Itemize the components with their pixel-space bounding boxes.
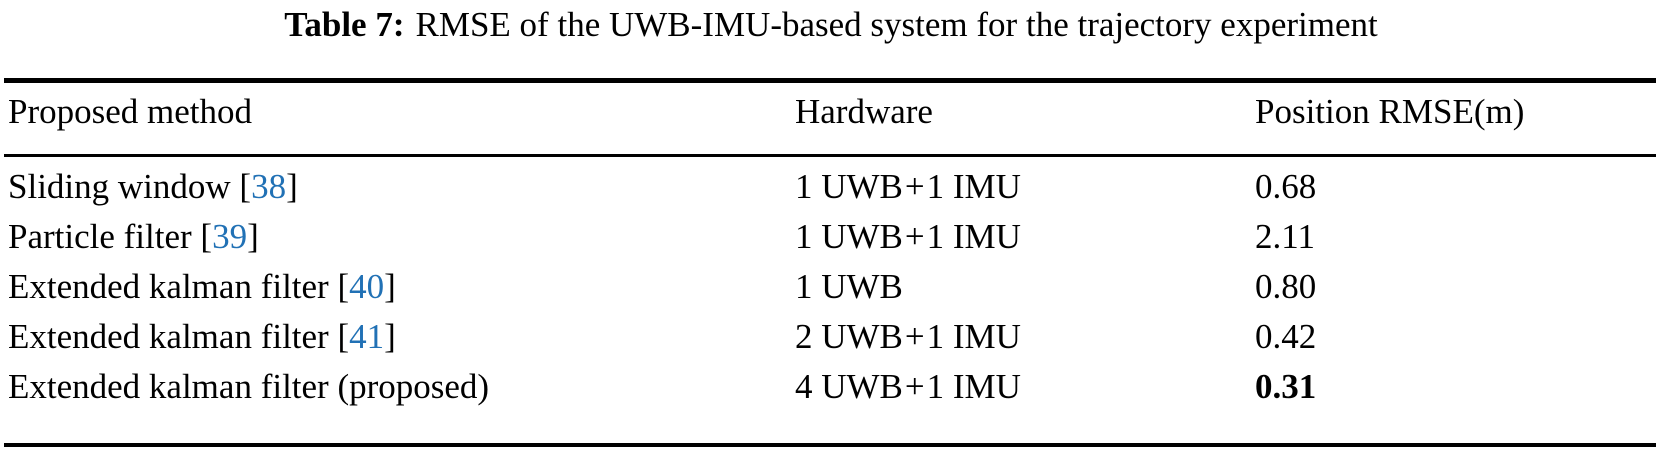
cell-method: Extended kalman filter [40] bbox=[8, 262, 396, 312]
plus-icon: + bbox=[904, 217, 925, 256]
method-label: Extended kalman filter (proposed) bbox=[8, 367, 490, 406]
rule-middle bbox=[4, 154, 1656, 157]
cell-rmse-value: 0.42 bbox=[1255, 317, 1317, 356]
cell-hardware: 4 UWB+1 IMU bbox=[795, 362, 1021, 412]
hardware-secondary: 1 IMU bbox=[926, 317, 1021, 356]
column-header-rmse: Position RMSE(m) bbox=[1255, 92, 1525, 131]
citation-number[interactable]: 40 bbox=[349, 267, 385, 306]
hardware-secondary: 1 IMU bbox=[926, 167, 1021, 206]
cell-method: Particle filter [39] bbox=[8, 212, 259, 262]
cell-method: Extended kalman filter (proposed) bbox=[8, 362, 489, 412]
table-row: Particle filter [39] 1 UWB+1 IMU 2.11 bbox=[0, 212, 1662, 262]
table-row: Extended kalman filter (proposed) 4 UWB+1… bbox=[0, 362, 1662, 412]
citation-link[interactable]: [40] bbox=[337, 267, 395, 306]
citation-link[interactable]: [41] bbox=[337, 317, 395, 356]
hardware-secondary: 1 IMU bbox=[926, 367, 1021, 406]
cell-hardware: 2 UWB+1 IMU bbox=[795, 312, 1021, 362]
rule-top bbox=[4, 78, 1656, 83]
citation-bracket-open: [ bbox=[337, 267, 350, 306]
hardware-primary: 1 UWB bbox=[795, 267, 903, 306]
method-label: Particle filter bbox=[8, 217, 192, 256]
method-label: Extended kalman filter bbox=[8, 267, 329, 306]
plus-icon: + bbox=[904, 367, 925, 406]
citation-bracket-open: [ bbox=[239, 167, 252, 206]
plus-icon: + bbox=[904, 317, 925, 356]
caption-label: Table 7: bbox=[284, 5, 405, 44]
citation-number[interactable]: 41 bbox=[349, 317, 385, 356]
cell-hardware: 1 UWB bbox=[795, 262, 903, 312]
column-header-method: Proposed method bbox=[8, 92, 253, 131]
cell-rmse-value: 2.11 bbox=[1255, 217, 1315, 256]
cell-method: Extended kalman filter [41] bbox=[8, 312, 396, 362]
citation-bracket-open: [ bbox=[200, 217, 213, 256]
hardware-primary: 4 UWB bbox=[795, 367, 903, 406]
table-caption: Table 7: RMSE of the UWB-IMU-based system… bbox=[0, 2, 1662, 48]
cell-method: Sliding window [38] bbox=[8, 162, 298, 212]
hardware-primary: 1 UWB bbox=[795, 167, 903, 206]
citation-bracket-close: ] bbox=[247, 217, 259, 256]
citation-bracket-close: ] bbox=[286, 167, 298, 206]
table-row: Sliding window [38] 1 UWB+1 IMU 0.68 bbox=[0, 162, 1662, 212]
method-label: Extended kalman filter bbox=[8, 317, 329, 356]
table-row: Extended kalman filter [41] 2 UWB+1 IMU 0.… bbox=[0, 312, 1662, 362]
caption-text: RMSE of the UWB-IMU-based system for the… bbox=[415, 5, 1378, 44]
hardware-primary: 2 UWB bbox=[795, 317, 903, 356]
citation-bracket-open: [ bbox=[337, 317, 350, 356]
cell-rmse-value: 0.80 bbox=[1255, 267, 1317, 306]
table-row: Extended kalman filter [40] 1 UWB 0.80 bbox=[0, 262, 1662, 312]
hardware-secondary: 1 IMU bbox=[926, 217, 1021, 256]
citation-bracket-close: ] bbox=[384, 317, 396, 356]
citation-number[interactable]: 39 bbox=[212, 217, 248, 256]
method-label: Sliding window bbox=[8, 167, 231, 206]
cell-rmse-value: 0.31 bbox=[1255, 367, 1317, 406]
citation-link[interactable]: [38] bbox=[239, 167, 297, 206]
hardware-primary: 1 UWB bbox=[795, 217, 903, 256]
cell-hardware: 1 UWB+1 IMU bbox=[795, 212, 1021, 262]
cell-rmse-value: 0.68 bbox=[1255, 167, 1317, 206]
column-header-hardware: Hardware bbox=[795, 92, 933, 131]
cell-hardware: 1 UWB+1 IMU bbox=[795, 162, 1021, 212]
rule-bottom bbox=[4, 443, 1656, 447]
citation-number[interactable]: 38 bbox=[251, 167, 287, 206]
citation-link[interactable]: [39] bbox=[200, 217, 258, 256]
plus-icon: + bbox=[904, 167, 925, 206]
table-header-row: Proposed method Hardware Position RMSE(m… bbox=[0, 88, 1662, 136]
citation-bracket-close: ] bbox=[384, 267, 396, 306]
